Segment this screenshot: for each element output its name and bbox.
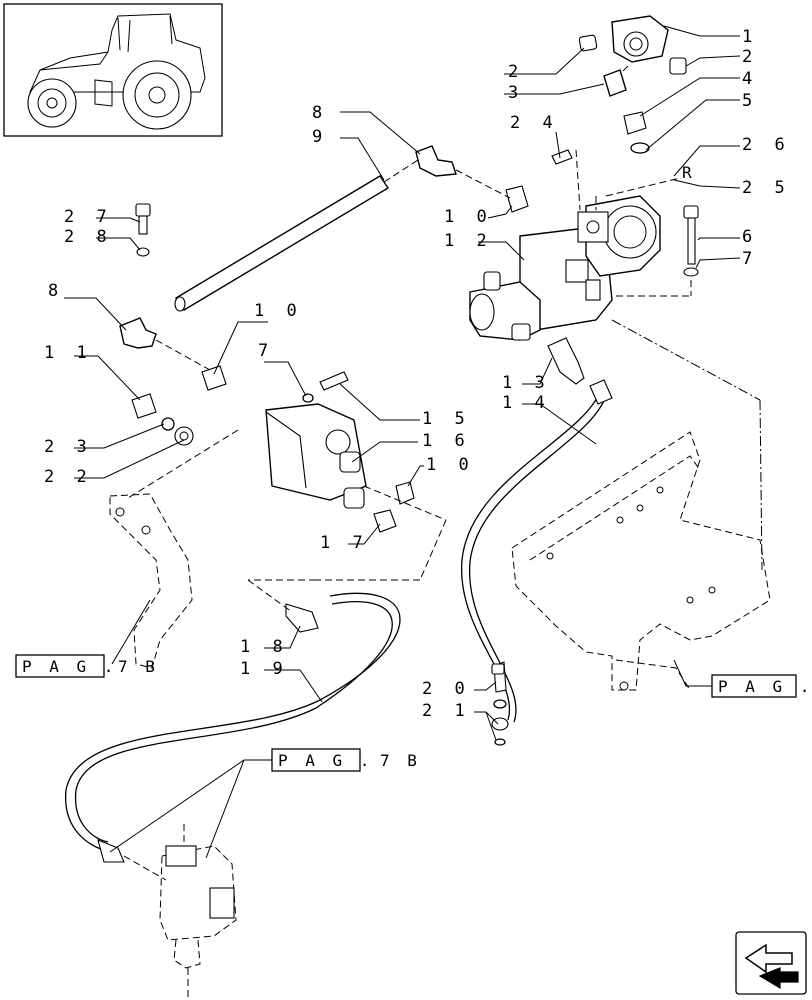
callout-15[interactable]: 1 5: [422, 409, 471, 429]
callout-9[interactable]: 9: [312, 127, 328, 147]
callout-5[interactable]: 5: [742, 91, 758, 111]
callout-14[interactable]: 1 4: [502, 393, 551, 413]
callout-7-top[interactable]: 7: [742, 249, 758, 269]
leader-lines: [64, 25, 741, 859]
callout-r-mark: R: [682, 163, 696, 182]
callout-2-left[interactable]: 2: [508, 62, 524, 82]
callout-13[interactable]: 1 3: [502, 373, 551, 393]
callout-7-mid[interactable]: 7: [258, 341, 274, 361]
hose-lower: [65, 579, 401, 863]
bolt-6: [616, 205, 699, 297]
page-ref-center-label: P A G .: [278, 751, 373, 770]
valve-fitting-group: [551, 15, 687, 165]
callout-27[interactable]: 2 7: [64, 207, 113, 227]
callout-8-left[interactable]: 8: [48, 281, 64, 301]
main-valve-body: [469, 185, 661, 341]
page-ref-left-suffix: 7 B: [118, 657, 159, 676]
next-page-button[interactable]: [735, 931, 807, 995]
callout-2-right[interactable]: 2: [742, 47, 758, 67]
left-bracket: [109, 493, 193, 669]
tractor-icon: [27, 13, 206, 130]
callout-10-top[interactable]: 1 0: [444, 207, 493, 227]
callout-17[interactable]: 1 7: [320, 533, 369, 553]
page-ref-left[interactable]: P A G . 7 B: [15, 654, 159, 678]
page-ref-right-label: P A G .: [718, 677, 812, 696]
callout-3[interactable]: 3: [508, 83, 524, 103]
callout-18[interactable]: 1 8: [240, 637, 289, 657]
callout-16[interactable]: 1 6: [422, 431, 471, 451]
pipe-assembly: [119, 145, 511, 371]
callout-11[interactable]: 1 1: [44, 343, 93, 363]
callout-4[interactable]: 4: [742, 69, 758, 89]
page-ref-center[interactable]: P A G . 7 B: [271, 748, 421, 772]
page-ref-right[interactable]: P A G .: [711, 674, 812, 698]
callout-22[interactable]: 2 2: [44, 467, 93, 487]
pump-body: [127, 365, 447, 581]
callout-6[interactable]: 6: [742, 227, 758, 247]
next-page-arrow-icon: [744, 943, 799, 990]
hose-right: [461, 337, 613, 746]
callout-1[interactable]: 1: [742, 27, 758, 47]
callout-10-mid[interactable]: 1 0: [254, 301, 303, 321]
page-ref-center-suffix: 7 B: [380, 751, 421, 770]
callout-25[interactable]: 2 5: [742, 178, 791, 198]
callout-20[interactable]: 2 0: [422, 679, 471, 699]
callout-21[interactable]: 2 1: [422, 701, 471, 721]
bolt-20: [491, 663, 505, 675]
solenoid-valve: [123, 820, 237, 998]
callout-12[interactable]: 1 2: [444, 231, 493, 251]
callout-19[interactable]: 1 9: [240, 659, 289, 679]
callout-26[interactable]: 2 6: [742, 135, 791, 155]
callout-10-low[interactable]: 1 0: [426, 455, 475, 475]
callout-8-top[interactable]: 8: [312, 103, 328, 123]
callout-28[interactable]: 2 8: [64, 227, 113, 247]
page-ref-left-label: P A G .: [22, 657, 117, 676]
callout-23[interactable]: 2 3: [44, 437, 93, 457]
callout-24[interactable]: 2 4: [510, 113, 559, 133]
tractor-thumbnail[interactable]: [3, 3, 223, 137]
callouts: 1 2 2 3 4 5 2 4 2 6 2 5 R 6 7 8 9 2 7 2 …: [44, 27, 791, 721]
right-frame-bracket: [511, 431, 771, 691]
